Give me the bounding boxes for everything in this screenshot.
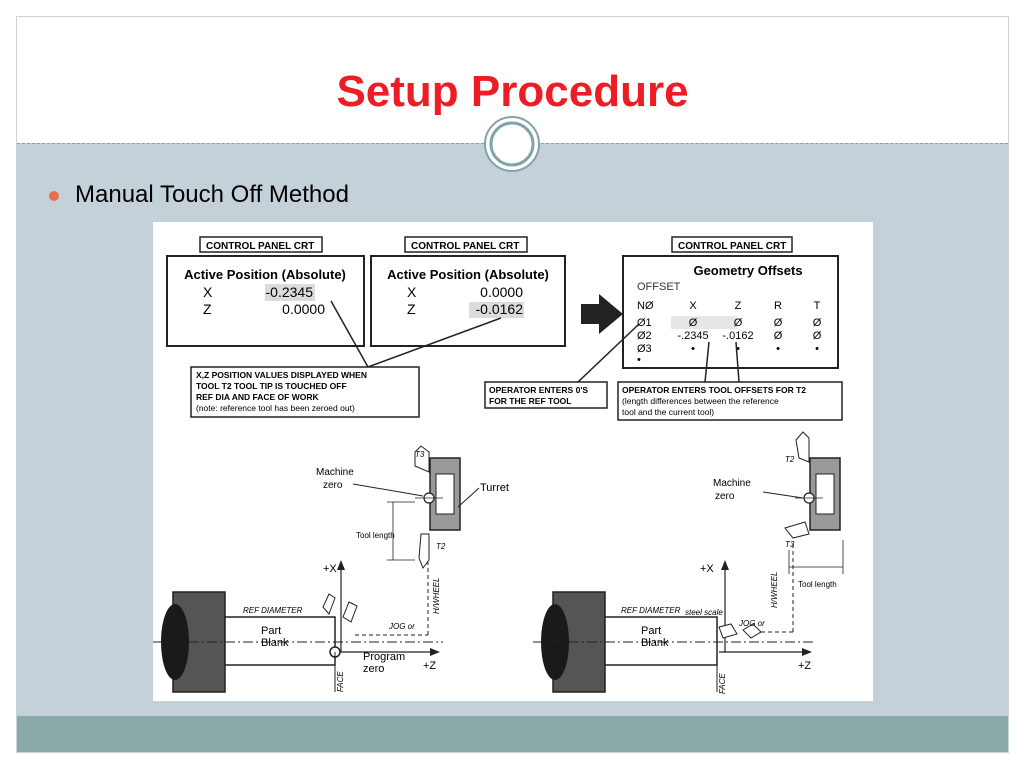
right-face: FACE (718, 673, 727, 694)
callout1-line1: X,Z POSITION VALUES DISPLAYED WHEN (196, 370, 367, 380)
left-lathe-diagram: Part Blank REF DIAMETER +X +Z FACE Progr… (153, 445, 509, 693)
offset-label: OFFSET (637, 281, 681, 293)
crt-panel-geometry: CONTROL PANEL CRT Geometry Offsets OFFSE… (622, 236, 839, 369)
left-machine-zero-2: zero (323, 480, 343, 491)
callout2-line2: FOR THE REF TOOL (489, 396, 571, 406)
right-ref-diameter: REF DIAMETER (621, 606, 681, 615)
crt-header-1: CONTROL PANEL CRT (206, 241, 314, 252)
left-program-zero-2: zero (363, 663, 384, 675)
crt2-x-label: X (407, 284, 417, 300)
footer-bar (17, 716, 1008, 752)
geo-header-x: X (689, 300, 697, 312)
active-position-title-1: Active Position (Absolute) (184, 267, 346, 282)
left-tool-length: Tool length (356, 531, 395, 540)
geo-row2-t: Ø (813, 330, 822, 342)
circle-ornament (484, 116, 540, 172)
callout3-line2: (length differences between the referenc… (622, 396, 779, 406)
geo-row3-no: Ø3 (637, 343, 652, 355)
geo-row1-t: Ø (813, 317, 822, 329)
right-jog: JOG or (738, 619, 765, 628)
geo-row2-r: Ø (774, 330, 783, 342)
crt1-z-label: Z (203, 301, 212, 317)
callout2-line1: OPERATOR ENTERS 0'S (489, 385, 588, 395)
right-plus-x: +X (700, 563, 714, 575)
left-t3: T3 (415, 450, 425, 459)
geo-header-r: R (774, 300, 782, 312)
right-tool-length: Tool length (798, 580, 837, 589)
geo-row3-z: • (736, 343, 740, 355)
geo-header-t: T (814, 300, 821, 312)
crt2-x-value: 0.0000 (480, 284, 523, 300)
geo-row1-z: Ø (734, 317, 743, 329)
left-turret-label: Turret (480, 482, 509, 494)
crt1-x-value: -0.2345 (266, 284, 314, 300)
geometry-title: Geometry Offsets (693, 263, 802, 278)
geo-row1-x: Ø (689, 317, 698, 329)
callout-position-values: X,Z POSITION VALUES DISPLAYED WHEN TOOL … (190, 366, 420, 418)
setup-diagram: CONTROL PANEL CRT Active Position (Absol… (153, 236, 844, 694)
active-position-title-2: Active Position (Absolute) (387, 267, 549, 282)
callout3-line3: tool and the current tool) (622, 407, 714, 417)
right-arrow-icon (581, 294, 623, 334)
left-plus-z: +Z (423, 660, 436, 672)
left-part-label-2: Blank (261, 637, 289, 649)
geo-row3-t: • (815, 343, 819, 355)
left-jog: JOG or (388, 622, 415, 631)
geo-row2-z: -.0162 (722, 330, 753, 342)
callout-leaders (330, 300, 740, 383)
callout1-line4: (note: reference tool has been zeroed ou… (196, 403, 355, 413)
callout-tool-offsets: OPERATOR ENTERS TOOL OFFSETS FOR T2 (len… (617, 381, 843, 421)
left-face: FACE (336, 671, 345, 692)
right-t2: T2 (785, 455, 795, 464)
right-machine-zero-2: zero (715, 491, 735, 502)
left-machine-zero-1: Machine (316, 467, 354, 478)
bullet-text: Manual Touch Off Method (75, 181, 349, 208)
left-part-label-1: Part (261, 625, 281, 637)
crt-panel-2: CONTROL PANEL CRT Active Position (Absol… (370, 236, 566, 347)
callout3-line1: OPERATOR ENTERS TOOL OFFSETS FOR T2 (622, 385, 806, 395)
callout1-line2: TOOL T2 TOOL TIP IS TOUCHED OFF (196, 381, 347, 391)
left-plus-x: +X (323, 563, 337, 575)
left-part-blank (224, 616, 336, 666)
geo-row1-no: Ø1 (637, 317, 652, 329)
right-t3: T3 (785, 540, 795, 549)
callout1-line3: REF DIA AND FACE OF WORK (196, 392, 319, 402)
right-steel-scale: steel scale (685, 608, 723, 617)
right-part-label-2: Blank (641, 637, 669, 649)
crt1-z-value: 0.0000 (282, 301, 325, 317)
crt2-z-label: Z (407, 301, 416, 317)
left-ref-diameter: REF DIAMETER (243, 606, 303, 615)
geo-row1-r: Ø (774, 317, 783, 329)
crt-header-3: CONTROL PANEL CRT (678, 241, 786, 252)
callout-ref-tool: OPERATOR ENTERS 0'S FOR THE REF TOOL (484, 381, 608, 409)
geo-header-no: NØ (637, 300, 654, 312)
bullet-icon (49, 191, 59, 201)
left-t2: T2 (436, 542, 446, 551)
crt1-x-label: X (203, 284, 213, 300)
geo-row2-no: Ø2 (637, 330, 652, 342)
slide: Setup Procedure Manual Touch Off Method … (16, 16, 1009, 753)
right-plus-z: +Z (798, 660, 811, 672)
right-hwheel: H/WHEEL (770, 572, 779, 608)
left-hwheel: H/WHEEL (432, 578, 441, 614)
geo-row2-x: -.2345 (677, 330, 708, 342)
crt2-z-value: -0.0162 (476, 301, 524, 317)
right-part-label-1: Part (641, 625, 661, 637)
geo-header-z: Z (735, 300, 742, 312)
slide-title: Setup Procedure (336, 67, 689, 116)
geo-row3-r: • (776, 343, 780, 355)
geo-row3-x: • (691, 343, 695, 355)
right-lathe-diagram: Part Blank REF DIAMETER steel scale +X +… (533, 431, 844, 694)
crt-header-2: CONTROL PANEL CRT (411, 241, 519, 252)
crt-panel-1: CONTROL PANEL CRT Active Position (Absol… (166, 236, 365, 347)
left-program-zero-1: Program (363, 651, 405, 663)
setup-figure: CONTROL PANEL CRT Active Position (Absol… (153, 222, 873, 701)
right-machine-zero-1: Machine (713, 478, 751, 489)
geo-row4-no: • (637, 354, 641, 366)
right-part-blank (604, 616, 718, 666)
